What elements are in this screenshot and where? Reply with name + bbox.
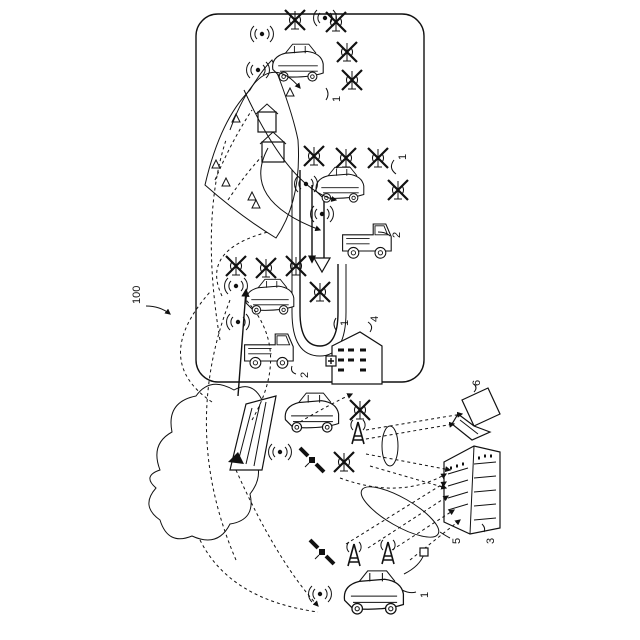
blocked-antenna-icon <box>336 148 356 168</box>
label-car-top: 1 <box>331 96 343 102</box>
blocked-antenna-icon <box>285 10 305 30</box>
blocked-antenna-icon <box>326 12 346 32</box>
link-arrow <box>366 414 462 430</box>
signal-icon <box>269 444 292 460</box>
laptop-terminal <box>452 388 500 440</box>
vehicle-car-top <box>273 44 324 81</box>
blocked-antenna-icon <box>310 282 330 302</box>
label-hospital: 4 <box>369 316 381 322</box>
blocked-antenna-icon <box>368 148 388 168</box>
link-arrow <box>360 424 454 440</box>
blocked-antenna-icon <box>350 400 370 420</box>
label-system: 100 <box>131 286 143 304</box>
cell-tower-icon <box>351 420 365 444</box>
charging-cable <box>404 554 424 574</box>
vehicle-car-ramp <box>246 279 294 314</box>
blocked-antenna-icon <box>256 258 276 278</box>
link-arrow <box>340 474 446 488</box>
label-car-ramp: 1 <box>339 320 351 326</box>
vehicle-car-center <box>285 393 338 432</box>
blocked-antenna-icon <box>342 70 362 90</box>
signal-icon <box>225 278 248 294</box>
link-arrow <box>211 140 226 340</box>
label-car-bottom: 1 <box>419 592 431 598</box>
blocked-antenna-icon <box>286 256 306 276</box>
vehicle-car-bottom <box>344 571 403 614</box>
link-arrow <box>200 540 318 612</box>
label-vehicle-2a: 2 <box>391 232 403 238</box>
blocked-antenna-icon <box>226 256 246 276</box>
label-laptop: 6 <box>471 380 483 386</box>
link-arrow <box>392 510 454 550</box>
label-car-mid: 1 <box>397 154 409 160</box>
leader-line <box>440 532 450 538</box>
signal-icon <box>251 26 274 42</box>
satellite-icon <box>310 540 334 564</box>
leader-line <box>146 306 170 314</box>
signal-icon <box>311 206 334 222</box>
blocked-antenna-icon <box>334 452 354 472</box>
leader-line <box>402 590 416 593</box>
link-arrow <box>236 470 318 606</box>
cell-tower-icon <box>381 540 395 564</box>
leader-line <box>391 160 396 174</box>
cell-tower-icon <box>347 542 361 566</box>
link-arrow <box>238 290 246 396</box>
satellite-icon <box>300 448 324 472</box>
label-vehicle-2b: 2 <box>299 372 311 378</box>
link-arrow <box>366 454 450 470</box>
signal-icon <box>247 62 270 78</box>
gateway-station <box>228 396 276 470</box>
leader-line <box>334 318 336 330</box>
label-datacenter: 3 <box>485 538 497 544</box>
vehicle-truck-2a <box>343 224 392 258</box>
link-arrow <box>206 300 236 560</box>
vehicle-car-mid <box>316 167 364 202</box>
vehicle-truck-2b <box>245 334 294 368</box>
hospital-building <box>326 332 382 384</box>
leader-line <box>326 88 328 100</box>
signal-icon <box>227 314 250 330</box>
blocked-antenna-icon <box>337 42 357 62</box>
datacenter-racks <box>444 446 500 534</box>
blocked-antenna-icon <box>388 180 408 200</box>
link-arrow <box>370 466 446 488</box>
leader-line <box>292 366 297 374</box>
blocked-antenna-icon <box>304 146 324 166</box>
label-beam: 5 <box>451 538 463 544</box>
leader-line <box>368 322 372 332</box>
charging-plug <box>420 548 428 556</box>
